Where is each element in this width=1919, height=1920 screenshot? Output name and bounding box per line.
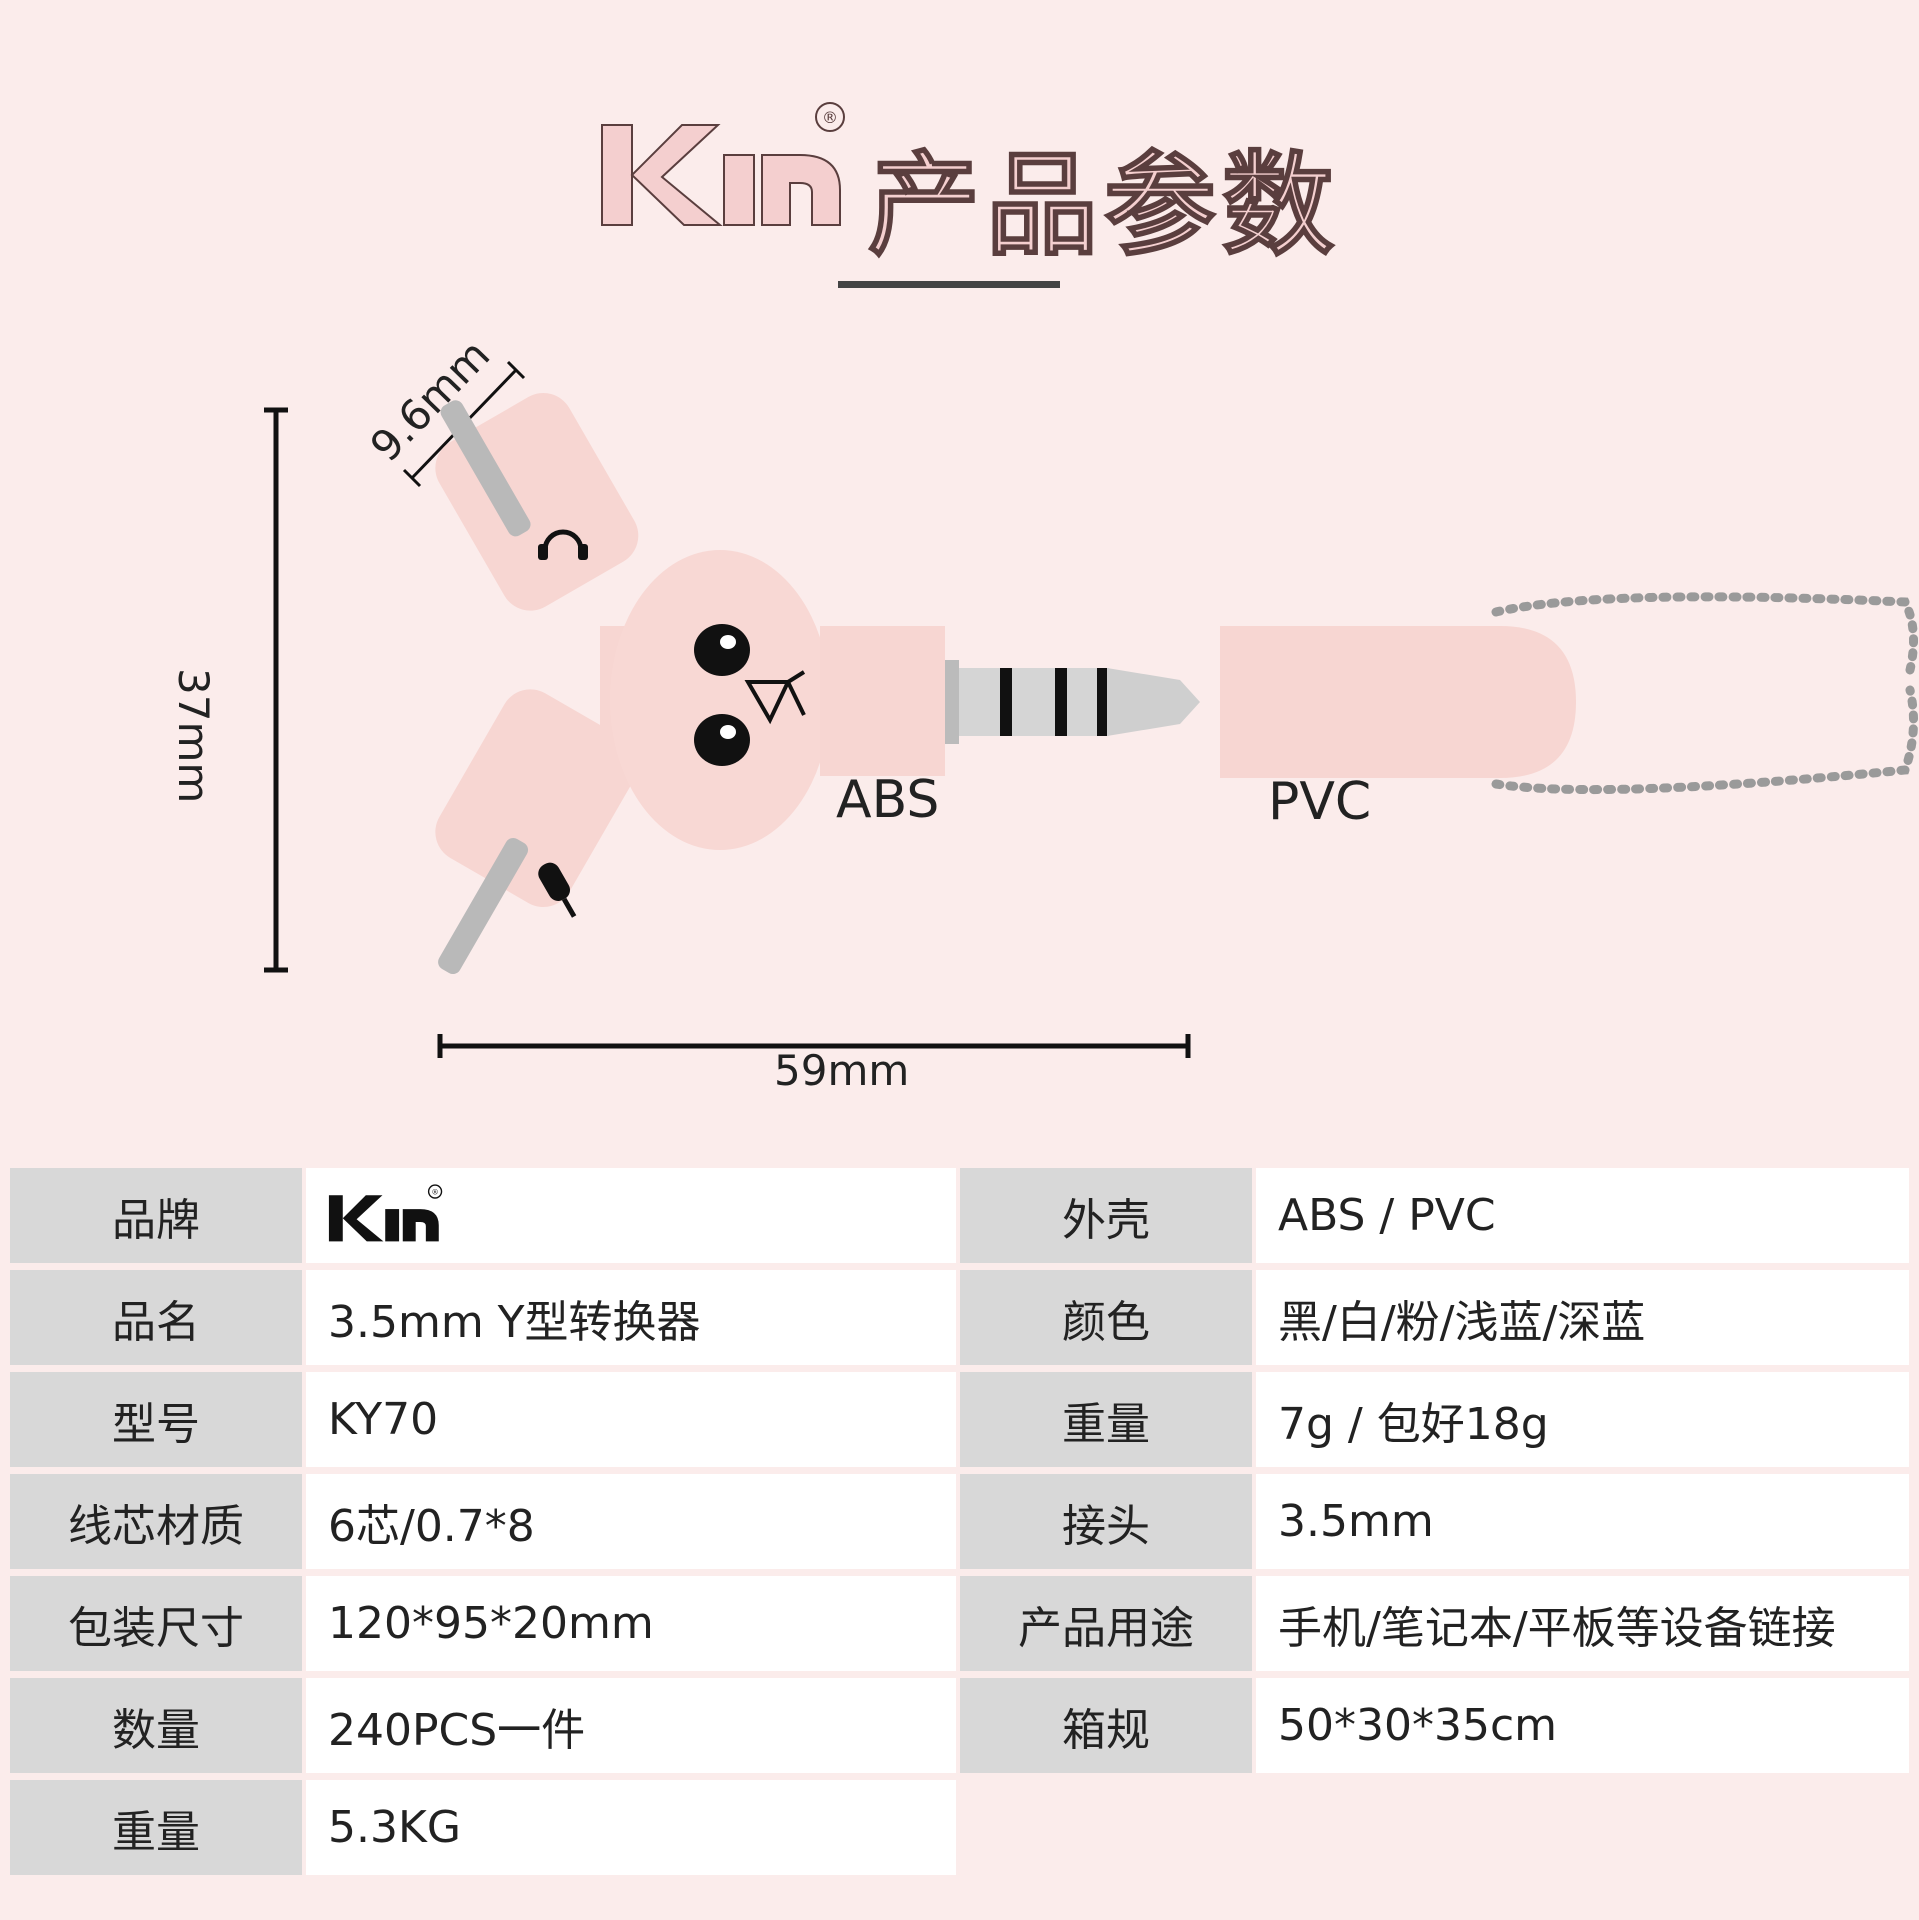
spec-value-model: KY70: [328, 1394, 439, 1445]
spec-value-carton: 50*30*35cm: [1278, 1700, 1558, 1751]
spec-label-brand: 品牌: [112, 1194, 200, 1246]
spec-value-shell: ABS / PVC: [1278, 1190, 1496, 1241]
ball-chain: [1491, 592, 1919, 795]
table-row: 线芯材质 6芯/0.7*8 接头 3.5mm: [0, 1474, 1919, 1569]
spec-label-product-name: 品名: [112, 1296, 200, 1348]
table-row: 品名 3.5mm Y型转换器 颜色 黑/白/粉/浅蓝/深蓝: [0, 1270, 1919, 1365]
title-divider: [838, 281, 1060, 288]
spec-label-package-size: 包装尺寸: [68, 1602, 244, 1654]
spec-label-quantity: 数量: [112, 1704, 200, 1756]
width-label: 59mm: [774, 1046, 910, 1095]
headphone-icon: [538, 529, 588, 560]
table-row: 包装尺寸 120*95*20mm 产品用途 手机/笔记本/平板等设备链接: [0, 1576, 1919, 1671]
abs-label: ABS: [836, 770, 940, 830]
spec-value-connector: 3.5mm: [1278, 1496, 1434, 1547]
spec-label-connector: 接头: [1062, 1500, 1150, 1552]
spec-label-shell: 外壳: [1062, 1194, 1150, 1246]
table-row: 数量 240PCS一件 箱规 50*30*35cm: [0, 1678, 1919, 1773]
spec-label-color: 颜色: [1062, 1296, 1150, 1348]
spec-value-package-size: 120*95*20mm: [328, 1598, 654, 1649]
table-row: 品牌 ® 外壳 ABS / PVC: [0, 1168, 1919, 1263]
spec-value-gross-weight: 5.3KG: [328, 1802, 461, 1853]
pvc-cap: [1220, 626, 1576, 778]
height-dimension-line: [264, 407, 288, 973]
splitter-body: [435, 393, 945, 975]
spec-value-quantity: 240PCS一件: [328, 1704, 586, 1756]
brand-logo: ®: [600, 95, 860, 249]
brand-logo-small: ®: [328, 1183, 443, 1241]
spec-value-product-name: 3.5mm Y型转换器: [328, 1296, 701, 1348]
spec-label-carton: 箱规: [1062, 1704, 1150, 1756]
spec-label-core-material: 线芯材质: [68, 1500, 244, 1552]
spec-label-usage: 产品用途: [1018, 1602, 1194, 1654]
spec-value-usage: 手机/笔记本/平板等设备链接: [1278, 1602, 1836, 1654]
spec-label-model: 型号: [112, 1398, 200, 1450]
spec-value-weight: 7g / 包好18g: [1278, 1398, 1549, 1450]
audio-plug: [945, 660, 1200, 744]
spec-label-gross-weight: 重量: [112, 1806, 200, 1858]
brand-logo-cell: ®: [306, 1168, 956, 1263]
spec-value-core-material: 6芯/0.7*8: [328, 1500, 535, 1552]
pvc-label: PVC: [1268, 772, 1372, 832]
microphone-icon: [538, 862, 577, 918]
header: ® 产品参数: [0, 95, 1919, 272]
spec-value-color: 黑/白/粉/浅蓝/深蓝: [1278, 1296, 1646, 1348]
table-row: 重量 5.3KG: [0, 1780, 1919, 1875]
height-label: 37mm: [169, 668, 218, 804]
spec-label-weight: 重量: [1062, 1398, 1150, 1450]
width-dimension-line: [437, 1034, 1191, 1058]
svg-text:®: ®: [431, 1187, 438, 1196]
table-row: 型号 KY70 重量 7g / 包好18g: [0, 1372, 1919, 1467]
product-diagram: 37mm 59mm 9.6mm ABS PVC: [0, 330, 1919, 1130]
page-title: 产品参数: [867, 140, 1340, 272]
registered-mark: ®: [822, 108, 838, 127]
